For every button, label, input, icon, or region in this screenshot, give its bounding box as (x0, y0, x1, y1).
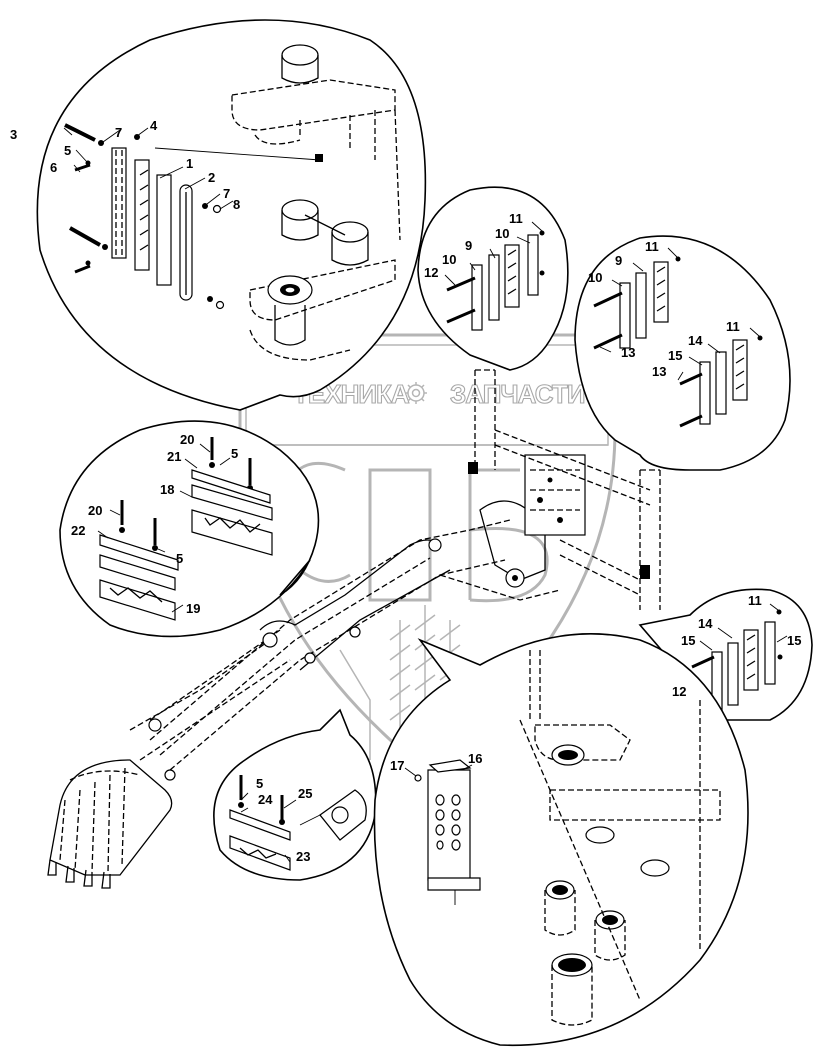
callout-11: 11 (509, 211, 523, 226)
callout-20b: 20 (88, 503, 102, 518)
detail-bubble-middle-upper (417, 186, 569, 371)
callout-6: 6 (50, 160, 57, 175)
callout-9: 9 (465, 238, 472, 253)
callout-13b: 13 (652, 364, 666, 379)
callout-5: 5 (64, 143, 71, 158)
boom-assembly (47, 369, 661, 889)
callout-10: 10 (495, 226, 509, 241)
detail-bubble-bottom-right (373, 633, 749, 1047)
callout-17: 17 (390, 758, 404, 773)
callout-10c: 10 (588, 270, 602, 285)
callout-23: 23 (296, 849, 310, 864)
callout-12b: 12 (672, 684, 686, 699)
callout-4: 4 (150, 118, 158, 133)
callout-21: 21 (167, 449, 181, 464)
callout-7: 7 (115, 125, 122, 140)
bucket (49, 759, 173, 876)
callout-12: 12 (424, 265, 438, 280)
callout-15b: 15 (681, 633, 695, 648)
callout-16: 16 (468, 751, 482, 766)
callout-11d: 11 (726, 319, 740, 334)
callout-5d: 5 (256, 776, 263, 791)
callout-14b: 14 (698, 616, 713, 631)
callout-18: 18 (160, 482, 174, 497)
detail-bubble-top-left (36, 19, 427, 411)
callout-1: 1 (186, 156, 193, 171)
callout-14: 14 (688, 333, 703, 348)
callout-labels: 3 7 4 5 6 1 2 7 8 11 10 9 10 12 11 9 10 … (10, 118, 801, 864)
watermark-letter-p (368, 468, 432, 602)
callout-11e: 11 (748, 593, 762, 608)
detail-bubble-left-middle (59, 420, 320, 638)
callout-24: 24 (258, 792, 273, 807)
callout-3: 3 (10, 127, 17, 142)
watermark-right-text: ЗАПЧАСТИ (450, 379, 585, 409)
callout-19: 19 (186, 601, 200, 616)
callout-20: 20 (180, 432, 194, 447)
callout-22: 22 (71, 523, 85, 538)
callout-5b: 5 (231, 446, 238, 461)
callout-7b: 7 (223, 186, 230, 201)
callout-15: 15 (668, 348, 682, 363)
callout-10b: 10 (442, 252, 456, 267)
callout-15c: 15 (787, 633, 801, 648)
callout-5c: 5 (176, 551, 183, 566)
detail-bubble-bottom-left (213, 708, 377, 881)
callout-25: 25 (298, 786, 312, 801)
detail-bubble-right-upper (574, 235, 791, 471)
callout-9b: 9 (615, 253, 622, 268)
callout-11c: 11 (645, 239, 659, 254)
callout-2: 2 (208, 170, 215, 185)
callout-13: 13 (621, 345, 635, 360)
callout-8: 8 (233, 197, 240, 212)
bucket-teeth (47, 859, 111, 889)
gear-icon (405, 382, 427, 404)
